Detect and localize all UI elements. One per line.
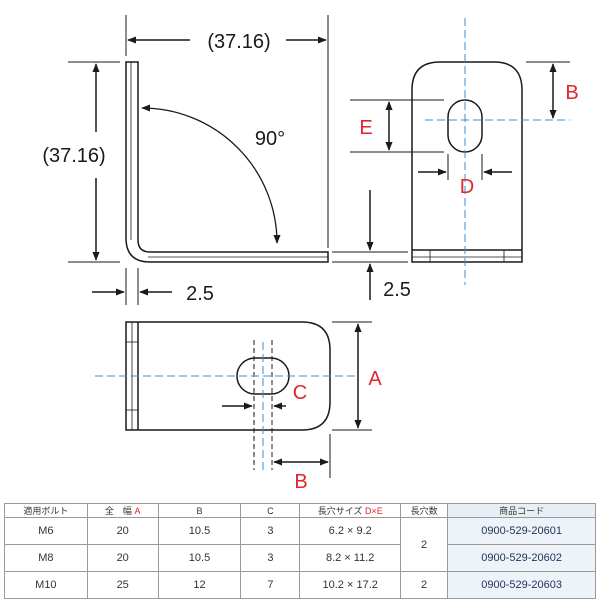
label-e: E: [359, 117, 372, 139]
cell-c: 3: [240, 517, 301, 545]
cell-holes-group: 2: [399, 517, 449, 572]
label-d: D: [460, 176, 474, 198]
cell-holes: 2: [399, 571, 449, 599]
table-header-row: 適用ボルト 全 幅 A B C 長穴サイズ D×E 長穴数 商品コード: [4, 503, 596, 518]
header-width-label: 全 幅: [104, 506, 132, 516]
spec-table: 適用ボルト 全 幅 A B C 長穴サイズ D×E 長穴数 商品コード M6 2…: [4, 503, 596, 599]
header-slot-label: 長穴サイズ: [317, 506, 363, 516]
table-row: M6 20 10.5 3 6.2 × 9.2 2 0900-529-20601: [4, 517, 596, 572]
front-view: [332, 61, 570, 263]
table-row: M8 20 10.5 3 8.2 × 11.2 0900-529-20602: [4, 544, 596, 572]
dim-d: D: [418, 168, 512, 198]
dim-thickness-side: 2.5: [92, 283, 214, 305]
side-view: [68, 15, 329, 305]
dim-c: C: [222, 382, 307, 410]
spec-table-wrap: 適用ボルト 全 幅 A B C 長穴サイズ D×E 長穴数 商品コード M6 2…: [4, 503, 596, 599]
header-slot-letters: D×E: [364, 506, 383, 516]
cell-slot: 10.2 × 17.2: [299, 571, 401, 599]
label-b-bottom: B: [294, 471, 307, 493]
dim-a: A: [354, 323, 382, 429]
label-a: A: [368, 368, 382, 390]
cell-a: 25: [86, 571, 159, 599]
bottom-view: [125, 321, 372, 478]
header-c: C: [240, 503, 301, 518]
dim-width-top: (37.16): [127, 31, 327, 53]
cell-bolt: M6: [4, 517, 88, 545]
header-bolt: 適用ボルト: [4, 503, 88, 518]
dim-b-bottom: B: [273, 458, 329, 493]
angle-value: 90°: [255, 128, 285, 150]
cell-slot: 8.2 × 11.2: [299, 544, 401, 572]
header-width-letter: A: [134, 506, 141, 516]
bottom-hidden-lines: [253, 340, 273, 470]
bottom-centerlines: [95, 342, 355, 472]
table-row: M10 25 12 7 10.2 × 17.2 2 0900-529-20603: [4, 571, 596, 599]
cell-b: 12: [157, 571, 242, 599]
cell-a: 20: [86, 544, 159, 572]
dim-e: E: [359, 101, 393, 151]
cell-bolt: M10: [4, 571, 88, 599]
dim-height-left: (37.16): [42, 63, 106, 261]
cell-b: 10.5: [157, 544, 242, 572]
cell-code: 0900-529-20602: [447, 544, 596, 572]
cell-bolt: M8: [4, 544, 88, 572]
header-code: 商品コード: [447, 503, 596, 518]
cell-c: 3: [240, 544, 301, 572]
dim-b-front: B: [549, 63, 579, 119]
cell-a: 20: [86, 517, 159, 545]
header-slot: 長穴サイズ D×E: [299, 503, 401, 518]
cell-b: 10.5: [157, 517, 242, 545]
cell-slot: 6.2 × 9.2: [299, 517, 401, 545]
front-centerlines: [425, 18, 570, 285]
cell-c: 7: [240, 571, 301, 599]
thickness-front-value: 2.5: [383, 279, 411, 301]
header-b: B: [157, 503, 242, 518]
dim-angle: 90°: [141, 104, 285, 244]
height-left-value: (37.16): [42, 145, 105, 167]
cell-code: 0900-529-20601: [447, 517, 596, 545]
header-width: 全 幅 A: [86, 503, 159, 518]
cell-code: 0900-529-20603: [447, 571, 596, 599]
width-top-value: (37.16): [207, 31, 270, 53]
label-c: C: [293, 382, 307, 404]
label-b-front: B: [565, 82, 578, 104]
dim-thickness-front: 2.5: [366, 190, 411, 301]
thickness-side-value: 2.5: [186, 283, 214, 305]
header-holes: 長穴数: [399, 503, 449, 518]
technical-drawing: (37.16) (37.16) 90° 2.5: [42, 15, 579, 493]
